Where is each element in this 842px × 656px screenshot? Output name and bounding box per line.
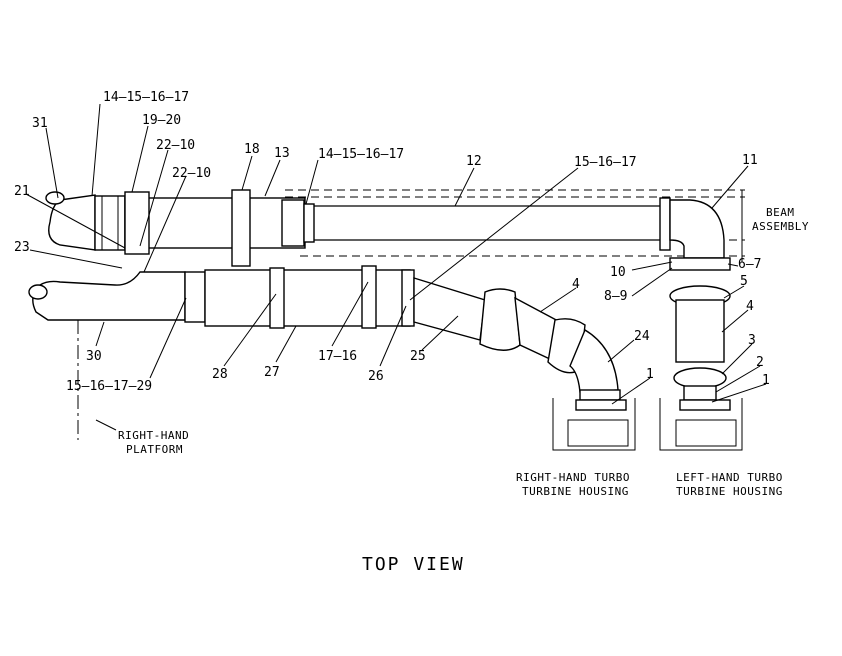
callout-5: 5	[740, 274, 748, 289]
callout-1-left-turbo: 1	[762, 373, 770, 388]
lh-turbo-label-line2: TURBINE HOUSING	[676, 485, 783, 498]
callout-30: 30	[86, 349, 102, 364]
callout-14-15-16-17-left: 14–15–16–17	[103, 90, 189, 105]
callout-labels: 31 14–15–16–17 19–20 22–10 22–10 21 23 1…	[14, 90, 770, 394]
left-hand-turbo-riser	[669, 257, 731, 401]
rh-turbo-label-line2: TURBINE HOUSING	[522, 485, 629, 498]
callout-27: 27	[264, 365, 280, 380]
callout-21: 21	[14, 184, 30, 199]
callout-22-10-lower: 22–10	[172, 166, 211, 181]
callout-18: 18	[244, 142, 260, 157]
callout-10: 10	[610, 265, 626, 280]
callout-6-7: 6–7	[738, 257, 761, 272]
callout-22-10-upper: 22–10	[156, 138, 195, 153]
right-hand-turbine-housing	[552, 398, 636, 451]
lower-exhaust-pipe	[28, 265, 621, 401]
callout-1-right-turbo: 1	[646, 367, 654, 382]
callout-15-16-17-29: 15–16–17–29	[66, 379, 152, 394]
callout-31: 31	[32, 116, 48, 131]
lh-turbo-label-line1: LEFT-HAND TURBO	[676, 471, 783, 484]
callout-14-15-16-17-right: 14–15–16–17	[318, 147, 404, 162]
captions: BEAM ASSEMBLY RIGHT-HAND PLATFORM RIGHT-…	[118, 206, 809, 575]
callout-15-16-17: 15–16–17	[574, 155, 637, 170]
beam-assembly-label-line1: BEAM	[766, 206, 795, 219]
view-title: TOP VIEW	[362, 554, 465, 575]
callout-17-16: 17–16	[318, 349, 357, 364]
callout-25: 25	[410, 349, 426, 364]
callout-4-upper: 4	[572, 277, 580, 292]
callout-8-9: 8–9	[604, 289, 627, 304]
beam-assembly-label-line2: ASSEMBLY	[752, 220, 809, 233]
left-hand-turbine-housing	[659, 398, 743, 451]
callout-28: 28	[212, 367, 228, 382]
upper-exhaust-pipe	[45, 189, 725, 267]
callout-19-20: 19–20	[142, 113, 181, 128]
callout-26: 26	[368, 369, 384, 384]
callout-2: 2	[756, 355, 764, 370]
rh-turbo-label-line1: RIGHT-HAND TURBO	[516, 471, 630, 484]
callout-24: 24	[634, 329, 650, 344]
callout-23: 23	[14, 240, 30, 255]
callout-13: 13	[274, 146, 290, 161]
callout-3: 3	[748, 333, 756, 348]
callout-4-lower: 4	[746, 299, 754, 314]
callout-11: 11	[742, 153, 758, 168]
rh-platform-label-line1: RIGHT-HAND	[118, 429, 189, 442]
rh-platform-label-line2: PLATFORM	[126, 443, 183, 456]
leader-lines	[25, 103, 767, 431]
callout-12: 12	[466, 154, 482, 169]
